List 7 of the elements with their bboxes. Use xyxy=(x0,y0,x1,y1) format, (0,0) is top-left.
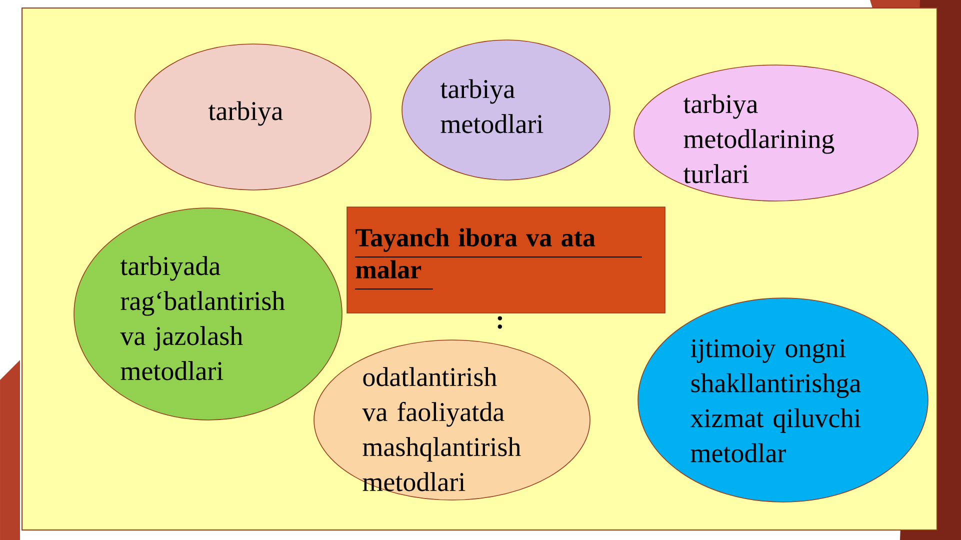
ellipse-node: tarbiyada rag‘batlantirish va jazolash metodlari xyxy=(74,208,342,420)
ellipse-node: tarbiya xyxy=(134,44,372,190)
ellipse-node: ijtimoiy ongni shakllantirishga xizmat qiluvchi metodlar xyxy=(638,298,928,502)
node-label: : xyxy=(498,316,502,329)
ellipse-node: tarbiya metodlarining turlari xyxy=(634,64,918,202)
ellipse-node: odatlantirish va faoliyatda mashqlantirish metodlari xyxy=(314,340,590,500)
ellipse-node: tarbiya metodlari xyxy=(402,40,610,180)
